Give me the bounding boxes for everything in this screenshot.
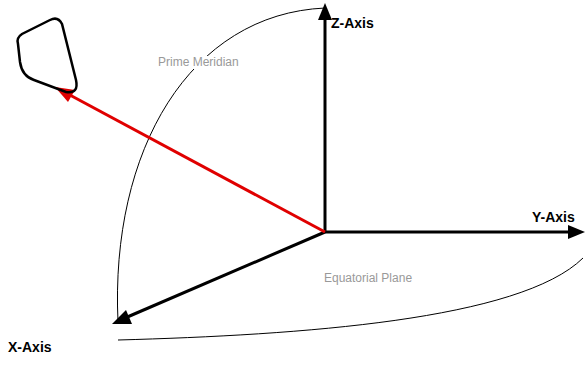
axis-label: Z-Axis	[331, 16, 374, 31]
meridian-arc	[117, 8, 325, 322]
x-axis-line	[125, 232, 325, 318]
arrowhead	[112, 310, 132, 324]
arrowhead	[318, 3, 332, 20]
z-axis-line	[324, 18, 327, 232]
axis-label: Y-Axis	[532, 210, 575, 225]
y-axis-line	[325, 231, 570, 234]
plane-label: Equatorial Plane	[322, 272, 414, 285]
arrowhead	[568, 225, 585, 239]
equator-arc	[118, 258, 583, 340]
surface-patch	[18, 19, 77, 93]
axis-label: X-Axis	[8, 340, 52, 355]
plane-label: Prime Meridian	[156, 56, 241, 69]
position-vector	[68, 94, 325, 232]
